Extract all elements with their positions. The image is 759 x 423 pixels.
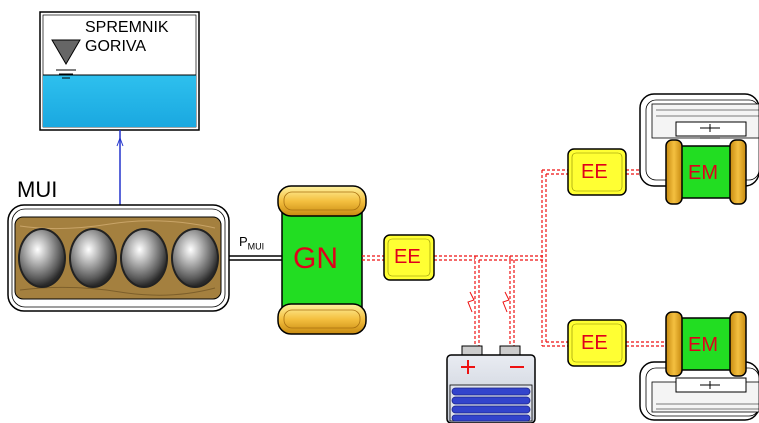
fuel-line	[116, 130, 124, 208]
engine-block	[7, 204, 230, 312]
generator-label: GN	[293, 242, 338, 275]
electric-lines	[362, 169, 668, 350]
converter-bottom-label: EE	[581, 332, 608, 354]
converter-top	[567, 148, 627, 196]
fuel-tank	[39, 11, 200, 131]
battery-plus-icon	[461, 360, 475, 374]
converter-top-label: EE	[581, 161, 608, 183]
motor-top	[665, 137, 747, 205]
converter-main	[383, 234, 435, 281]
shaft-power-label-main: P	[239, 234, 248, 249]
converter-bottom	[567, 319, 627, 367]
shaft-power-label-sub: MUI	[247, 241, 265, 252]
tank-label-line2: GORIVA	[85, 38, 147, 55]
tank-label-line1: SPREMNIK	[85, 19, 169, 36]
shaft	[229, 255, 282, 261]
motor-bottom	[665, 311, 747, 379]
battery	[446, 345, 536, 423]
water-level-triangle-icon	[51, 39, 81, 79]
shaft-power-label: PMUI	[239, 234, 264, 252]
wheel-housing-bottom	[639, 361, 759, 421]
lightning-arrow-icon	[467, 291, 510, 313]
engine-label: MUI	[17, 177, 58, 202]
engine-cylinders	[18, 228, 219, 288]
motor-top-label: EM	[688, 162, 718, 184]
converter-main-label: EE	[394, 246, 421, 268]
generator	[277, 185, 367, 335]
motor-bottom-label: EM	[688, 334, 718, 356]
